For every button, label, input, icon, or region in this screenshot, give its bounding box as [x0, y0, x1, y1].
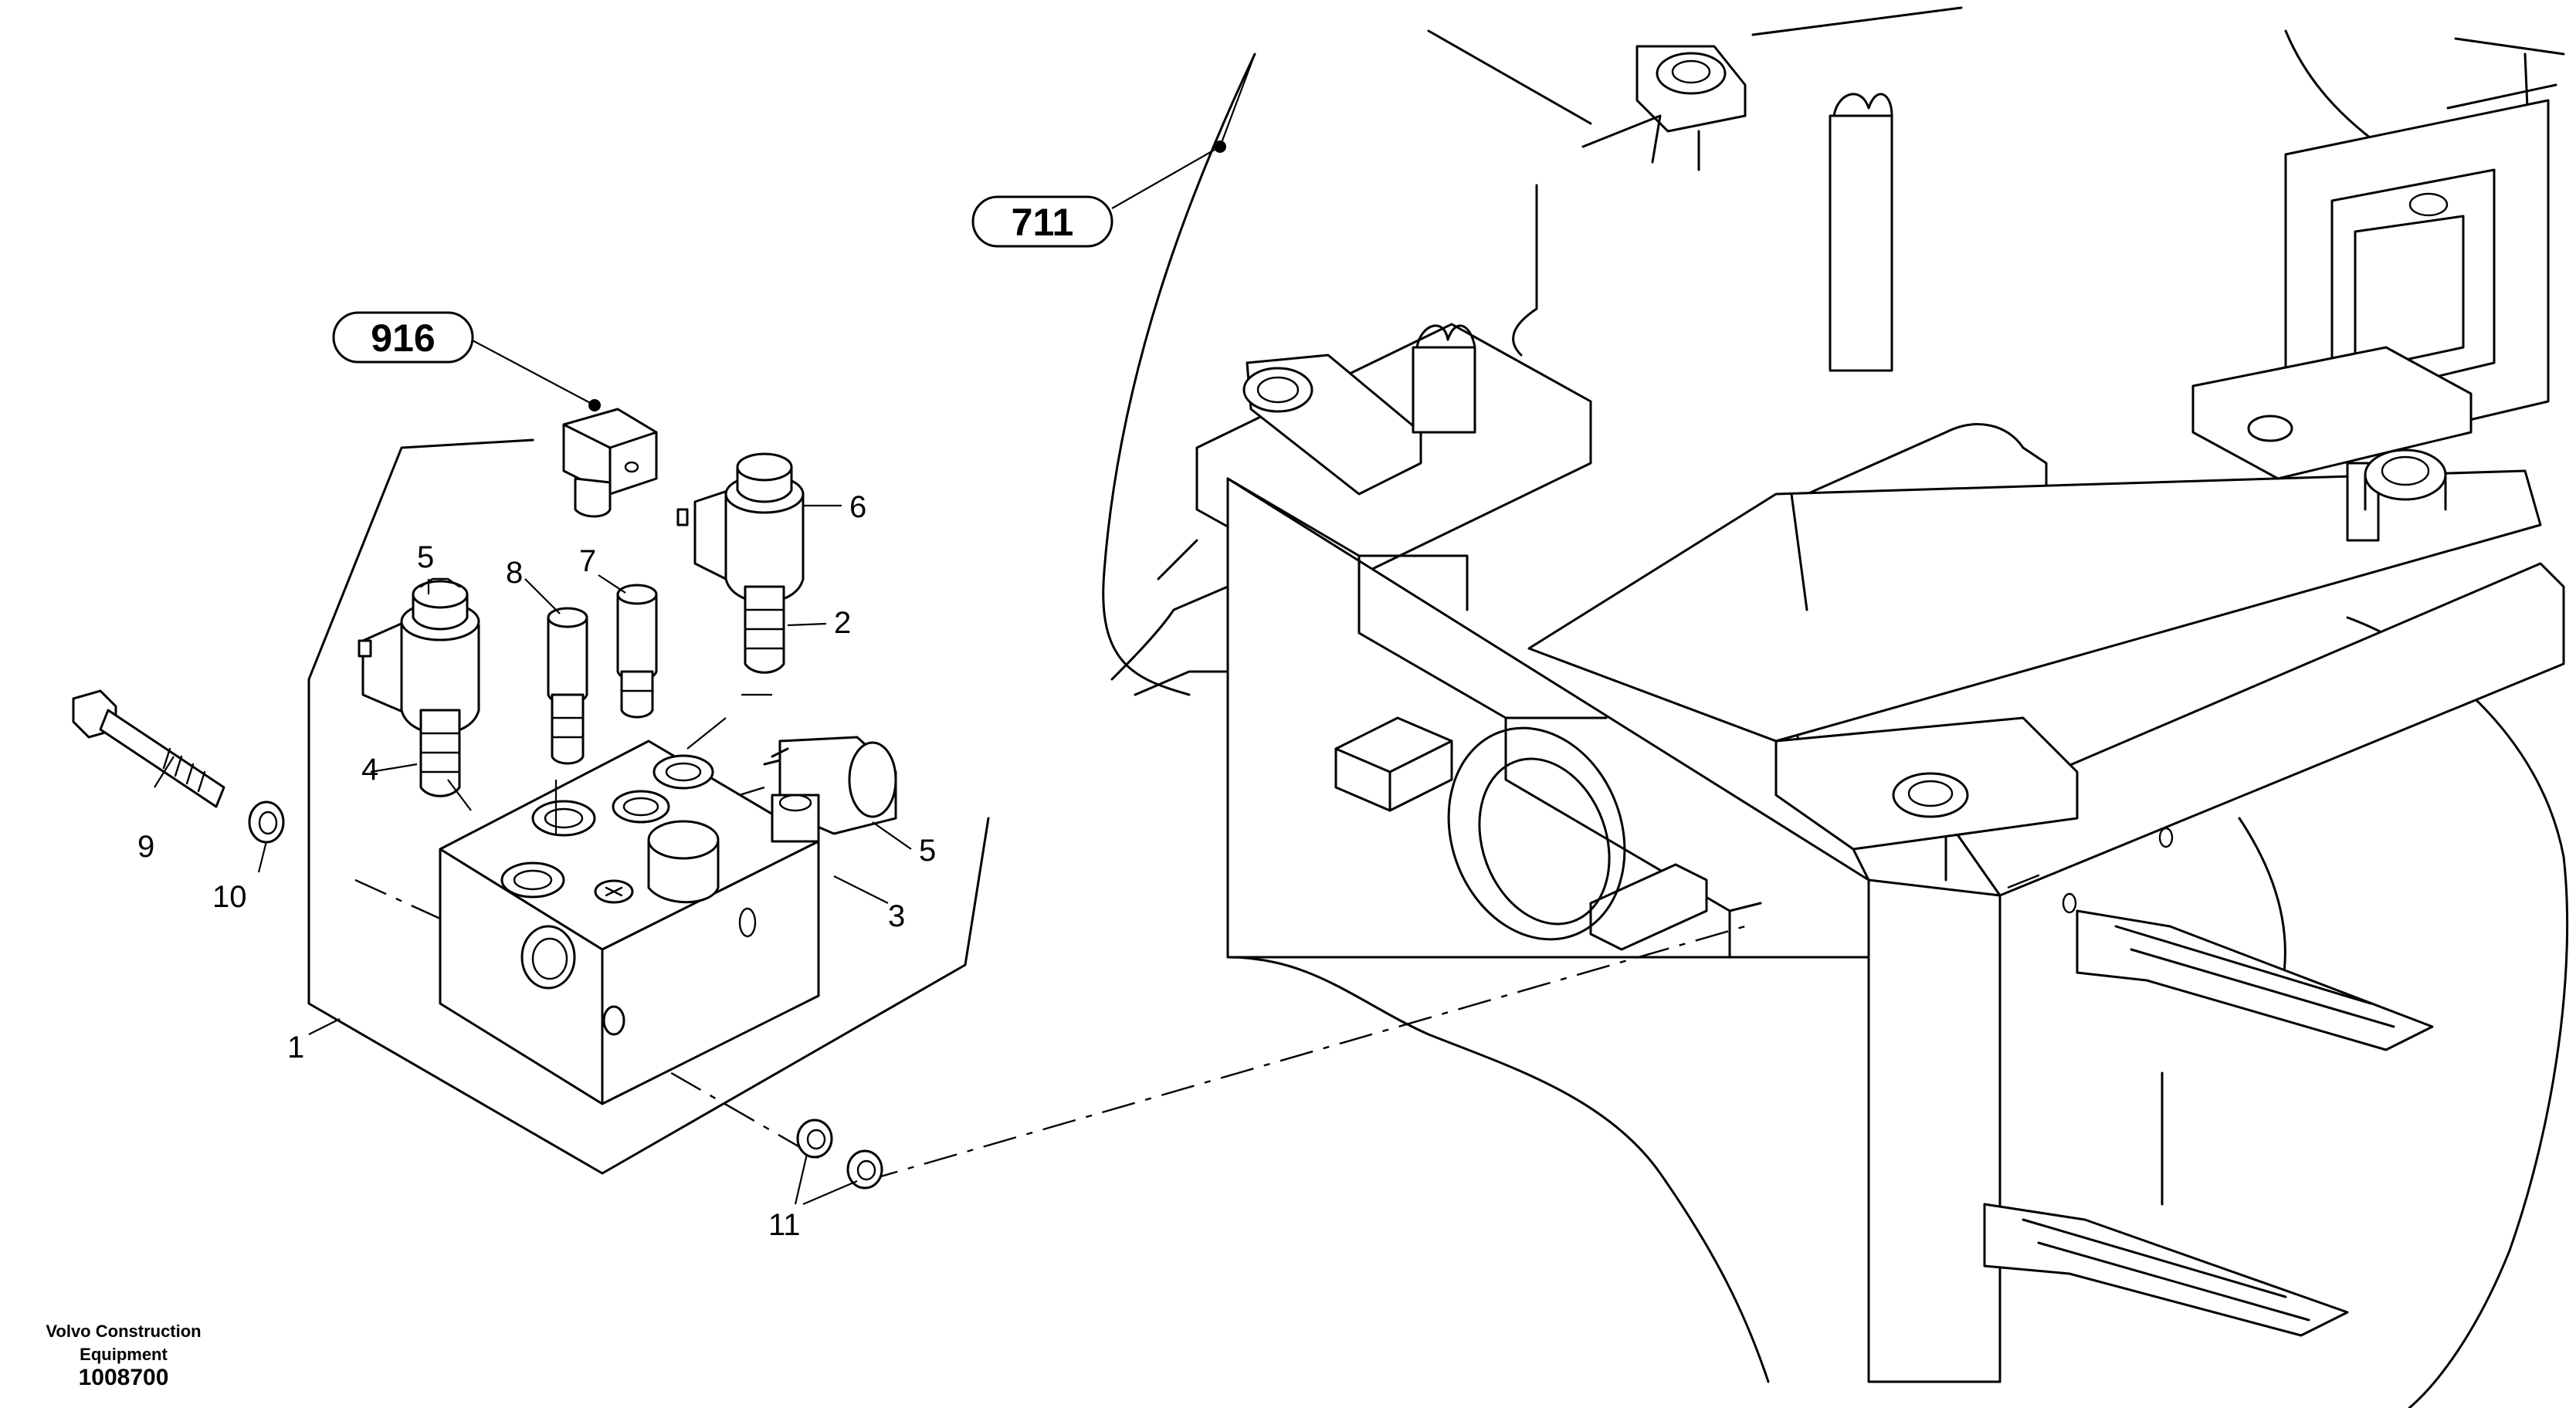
solenoid-valve-side [763, 736, 897, 843]
company-name-line1: Volvo Construction [46, 1322, 202, 1341]
callout-916-label: 916 [371, 316, 435, 360]
solenoid-valve-6 [676, 452, 805, 674]
part-number-8: 8 [506, 556, 523, 590]
part-number-10: 10 [212, 880, 247, 914]
part-number-9: 9 [137, 830, 154, 864]
part-number-5-right: 5 [919, 834, 936, 868]
part-number-2: 2 [834, 606, 851, 640]
machine-frame [1102, 6, 2569, 1408]
part-number-4: 4 [361, 753, 378, 787]
company-name-line2: Equipment [80, 1345, 168, 1364]
leader-dot-916 [588, 399, 601, 411]
cartridge-valve-7 [616, 584, 658, 719]
part-number-labels: 6 2 5 8 7 4 5 3 9 10 1 11 [137, 490, 936, 1242]
drawing-number: 1008700 [78, 1365, 169, 1390]
callout-711-box[interactable] [971, 195, 1113, 248]
company-name: Volvo Construction Equipment [31, 1320, 216, 1366]
part-number-3: 3 [888, 899, 905, 933]
valve-block [439, 740, 820, 1105]
part-number-1: 1 [287, 1031, 304, 1064]
bolt [72, 689, 225, 808]
part-number-5-left: 5 [417, 540, 434, 574]
washers [248, 800, 883, 1190]
callout-711[interactable]: 711 [971, 195, 1113, 248]
solenoid-valve-left [358, 577, 480, 797]
cartridge-valve-8 [547, 607, 588, 765]
callout-916-box[interactable] [332, 311, 474, 364]
mounting-plate-outline [307, 438, 990, 1175]
electrical-connector [562, 408, 658, 518]
leader-dot-711 [1214, 140, 1226, 153]
part-number-6: 6 [849, 490, 866, 524]
leader-lines [154, 53, 1256, 1206]
part-number-7: 7 [579, 544, 596, 578]
callout-916[interactable]: 916 [332, 311, 474, 364]
callout-711-label: 711 [1012, 201, 1074, 244]
part-number-11: 11 [768, 1208, 801, 1242]
